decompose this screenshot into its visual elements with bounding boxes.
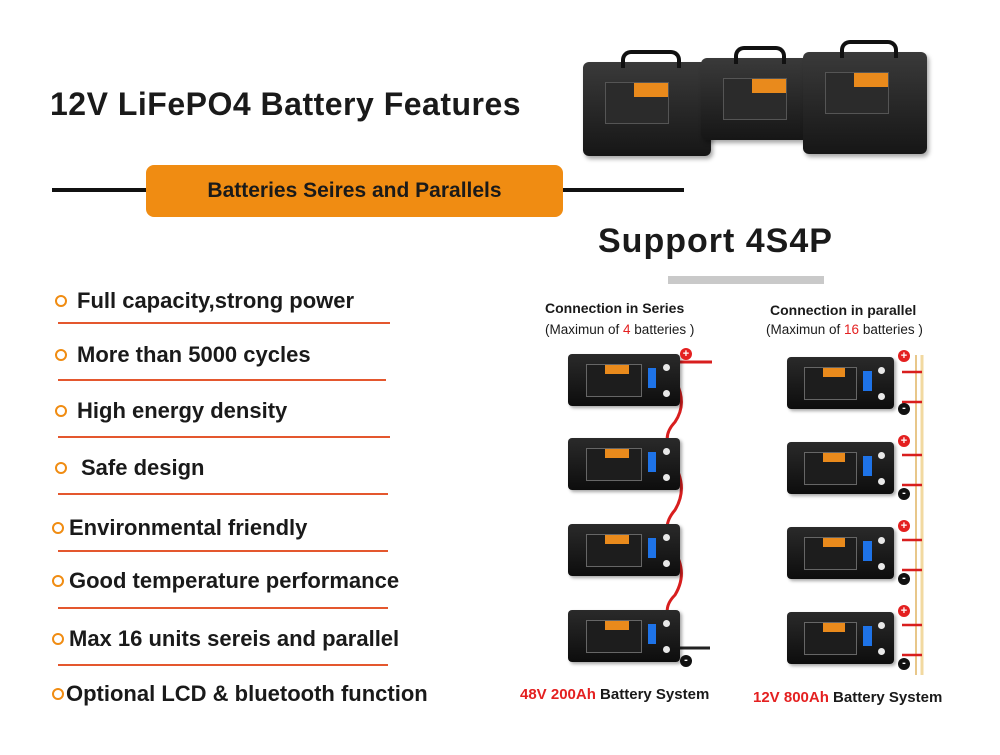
parallel-subheading: (Maximun of 16 batteries ) (766, 322, 923, 337)
battery-module (568, 524, 680, 576)
feature-underline (58, 379, 386, 381)
feature-underline (58, 550, 388, 552)
parallel-wiring (902, 355, 924, 675)
feature-underline (58, 322, 390, 324)
negative-terminal-icon: - (898, 403, 910, 415)
series-subheading: (Maximun of 4 batteries ) (545, 322, 695, 337)
battery-module (787, 612, 894, 664)
positive-terminal-icon: + (898, 520, 910, 532)
support-underline (668, 276, 824, 284)
positive-terminal-icon: + (898, 435, 910, 447)
feature-item: High energy density (55, 396, 287, 426)
series-caption: 48V 200Ah Battery System (520, 686, 710, 703)
bullet-circle-icon (52, 522, 64, 534)
feature-text: Max 16 units sereis and parallel (69, 626, 400, 651)
battery-module (568, 438, 680, 490)
positive-terminal-icon: + (680, 348, 692, 360)
feature-item: Environmental friendly (52, 513, 307, 543)
feature-item: Max 16 units sereis and parallel (52, 624, 399, 654)
feature-text: Optional LCD & bluetooth function (66, 681, 428, 706)
feature-item: More than 5000 cycles (55, 340, 311, 370)
feature-text: High energy density (77, 398, 288, 423)
negative-terminal-icon: - (898, 658, 910, 670)
page-title: 12V LiFePO4 Battery Features (50, 86, 522, 122)
parallel-caption: 12V 800Ah Battery System (753, 689, 943, 706)
battery-module (787, 357, 894, 409)
feature-underline (58, 436, 390, 438)
feature-item: Good temperature performance (52, 566, 399, 596)
series-heading: Connection in Series (545, 300, 685, 316)
feature-text: Safe design (81, 455, 205, 480)
bullet-circle-icon (55, 349, 67, 361)
battery-module (568, 610, 680, 662)
section-banner: Batteries Seires and Parallels (146, 165, 563, 217)
support-heading: Support 4S4P (598, 222, 833, 260)
feature-item: Full capacity,strong power (55, 286, 354, 316)
feature-text: Good temperature performance (69, 568, 400, 593)
battery-product-photo (583, 38, 933, 166)
bullet-circle-icon (55, 462, 67, 474)
feature-text: More than 5000 cycles (77, 342, 311, 367)
parallel-heading: Connection in parallel (770, 302, 917, 318)
battery-module (787, 527, 894, 579)
bullet-circle-icon (52, 688, 64, 700)
feature-item: Safe design (55, 453, 204, 483)
battery-module (568, 354, 680, 406)
positive-terminal-icon: + (898, 605, 910, 617)
battery-module (787, 442, 894, 494)
feature-underline (58, 664, 388, 666)
feature-text: Full capacity,strong power (77, 288, 355, 313)
positive-terminal-icon: + (898, 350, 910, 362)
bullet-circle-icon (52, 633, 64, 645)
negative-terminal-icon: - (898, 573, 910, 585)
feature-text: Environmental friendly (69, 515, 308, 540)
bullet-circle-icon (55, 405, 67, 417)
bullet-circle-icon (55, 295, 67, 307)
bullet-circle-icon (52, 575, 64, 587)
negative-terminal-icon: - (680, 655, 692, 667)
negative-terminal-icon: - (898, 488, 910, 500)
feature-underline (58, 493, 388, 495)
feature-item: Optional LCD & bluetooth function (52, 679, 428, 709)
feature-underline (58, 607, 388, 609)
